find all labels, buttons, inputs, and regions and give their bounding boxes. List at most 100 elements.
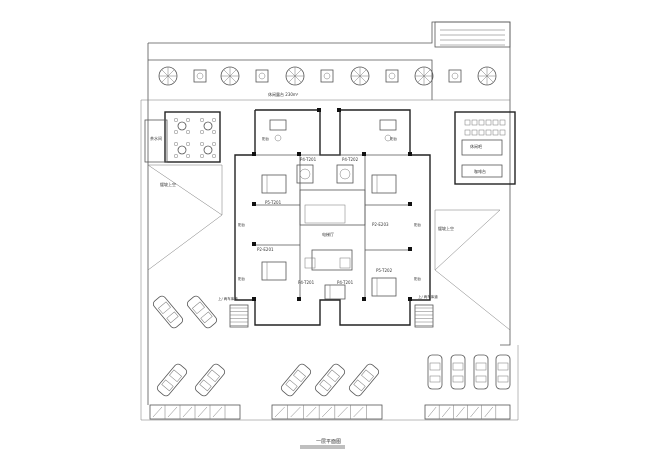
column bbox=[337, 108, 341, 112]
column bbox=[317, 108, 321, 112]
bar-chair bbox=[492, 119, 499, 126]
umbrella-table bbox=[255, 69, 269, 83]
corridor-label: 电梯厅 bbox=[322, 231, 334, 237]
bar-chair bbox=[464, 129, 471, 136]
sink bbox=[336, 164, 354, 184]
parking-bay-strip bbox=[271, 404, 383, 420]
column bbox=[362, 297, 366, 301]
umbrella-table bbox=[385, 69, 399, 83]
unit-label: P2-E201 bbox=[257, 247, 274, 252]
sofa-set bbox=[379, 119, 397, 142]
bar-chair bbox=[485, 129, 492, 136]
column bbox=[408, 297, 412, 301]
column bbox=[252, 297, 256, 301]
stair-treads bbox=[230, 307, 433, 326]
plan-title: 一层平面图 bbox=[316, 439, 341, 445]
left-ramp-label: 缓坡上空 bbox=[160, 181, 176, 187]
bed bbox=[371, 174, 397, 194]
car bbox=[473, 354, 489, 390]
parking-bays bbox=[149, 404, 511, 420]
bar-chair bbox=[471, 119, 478, 126]
balcony-label: 阳台 bbox=[238, 276, 245, 281]
table-set bbox=[199, 117, 217, 135]
site-boundary bbox=[140, 21, 519, 421]
bar-chair bbox=[464, 119, 471, 126]
car bbox=[314, 363, 346, 397]
fixture bbox=[304, 204, 346, 224]
right-amenity-room: 休闲吧 咖啡台 bbox=[454, 111, 516, 185]
table-sets bbox=[173, 117, 217, 159]
umbrella-table bbox=[448, 69, 462, 83]
right-ramp-void: 缓坡上空 bbox=[434, 209, 511, 331]
column bbox=[408, 152, 412, 156]
unit-label: P5-T201 bbox=[265, 200, 282, 205]
unit-label: P2-E203 bbox=[372, 222, 389, 227]
umbrella-tables bbox=[158, 66, 497, 86]
car bbox=[348, 363, 380, 397]
right-ramp-label: 缓坡上空 bbox=[438, 225, 454, 231]
entry-right-label: 上/ 两车库道 bbox=[418, 294, 438, 299]
entry-stairs: 上/ 两车库道 上/ 两车库道 bbox=[218, 294, 438, 328]
parked-cars bbox=[152, 295, 511, 397]
unit-label: P4-T201 bbox=[337, 280, 354, 285]
unit-labels: P4-T201 P4-T202 P5-T201 P2-E203 P2-E201 … bbox=[257, 157, 393, 285]
terrace-area-label: 休闲露台 230m² bbox=[268, 91, 299, 97]
bar-chair bbox=[478, 129, 485, 136]
column bbox=[362, 152, 366, 156]
balcony-label: 阳台 bbox=[238, 222, 245, 227]
terrace: 休闲露台 230m² bbox=[148, 59, 510, 101]
unit-furniture bbox=[261, 119, 397, 300]
structural-columns bbox=[252, 108, 412, 301]
car bbox=[280, 363, 312, 397]
unit-label: P4-T202 bbox=[342, 157, 359, 162]
bed bbox=[371, 277, 397, 297]
car bbox=[495, 354, 511, 390]
umbrella-table bbox=[477, 66, 497, 86]
table-set bbox=[173, 141, 191, 159]
bed bbox=[324, 284, 346, 300]
sofa-set bbox=[269, 119, 287, 142]
car bbox=[427, 354, 443, 390]
left-room-label: 茶水间 bbox=[150, 135, 162, 141]
sink bbox=[296, 164, 314, 184]
fixture bbox=[304, 257, 316, 269]
bed bbox=[261, 174, 287, 194]
fixture bbox=[339, 257, 351, 269]
umbrella-table bbox=[414, 66, 434, 86]
umbrella-table bbox=[158, 66, 178, 86]
column bbox=[252, 152, 256, 156]
entry-left-label: 上/ 两车库道 bbox=[218, 296, 238, 301]
column bbox=[297, 152, 301, 156]
umbrella-table bbox=[350, 66, 370, 86]
bar-chair bbox=[492, 129, 499, 136]
umbrella-table bbox=[220, 66, 240, 86]
column bbox=[408, 202, 412, 206]
drawing-title: 一层平面图 bbox=[300, 439, 345, 449]
balcony-label: 阳台 bbox=[414, 276, 422, 281]
balcony-label: 阳台 bbox=[414, 222, 422, 227]
parking-bay-strip bbox=[424, 404, 511, 420]
car bbox=[194, 363, 226, 397]
column bbox=[408, 247, 412, 251]
parking-bay-strip bbox=[149, 404, 241, 420]
bed bbox=[261, 261, 287, 281]
column bbox=[252, 242, 256, 246]
table-set bbox=[199, 141, 217, 159]
right-room-label2: 咖啡台 bbox=[474, 168, 486, 174]
car bbox=[450, 354, 466, 390]
bar-chair bbox=[499, 129, 506, 136]
table-set bbox=[173, 117, 191, 135]
column bbox=[297, 297, 301, 301]
bar-chair bbox=[478, 119, 485, 126]
left-amenity-room: 茶水间 bbox=[144, 111, 221, 163]
car bbox=[156, 363, 188, 397]
bar-chair bbox=[485, 119, 492, 126]
balcony-label: 阳台 bbox=[262, 136, 270, 141]
car bbox=[152, 295, 184, 329]
right-room-label: 休闲吧 bbox=[470, 143, 482, 149]
bar-chairs bbox=[464, 119, 506, 136]
bar-chair bbox=[499, 119, 506, 126]
unit-label: P5-T202 bbox=[376, 268, 393, 273]
unit-label: P4-T201 bbox=[298, 280, 315, 285]
